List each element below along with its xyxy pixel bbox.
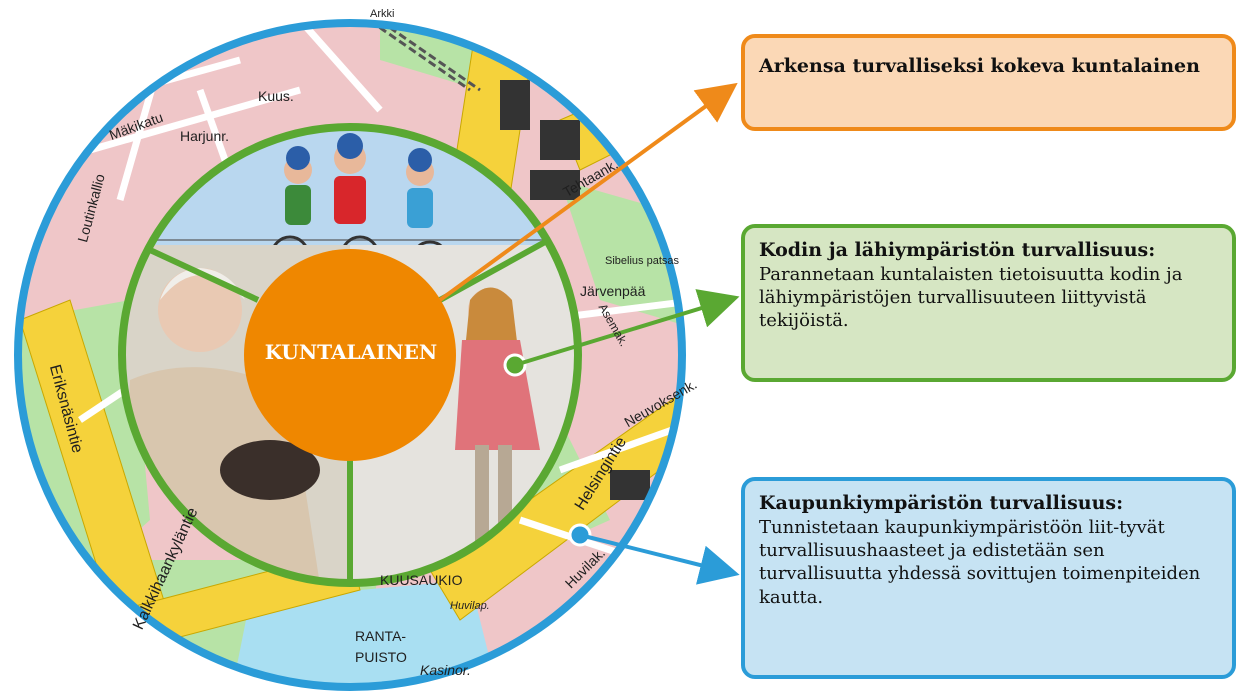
map-label: Kuus.	[258, 88, 294, 104]
map-label: Harjunr.	[180, 128, 230, 144]
city-safety-box: Kaupunkiympäristön turvallisuus: Tunnist…	[741, 477, 1236, 679]
home-safety-box: Kodin ja lähiympäristön turvallisuus: Pa…	[741, 224, 1236, 382]
map-label: Kasinor.	[420, 662, 471, 678]
box-title: Kaupunkiympäristön turvallisuus:	[759, 492, 1124, 514]
center-label: KUNTALAINEN	[264, 340, 438, 364]
arrow-to-box3	[579, 533, 740, 585]
map-label: Järvenpää	[580, 283, 646, 299]
box-body: Parannetaan kuntalaisten tietoisuutta ko…	[759, 263, 1183, 332]
map-label: Sibelius patsas	[605, 255, 679, 267]
box-body: Tunnistetaan kaupunkiympäristöön liit-ty…	[759, 516, 1201, 608]
goal-box-resident: Arkensa turvalliseksi kokeva kuntalainen	[741, 34, 1236, 131]
center-circle	[244, 249, 456, 461]
arrow-to-box1	[438, 82, 738, 302]
box-title: Arkensa turvalliseksi kokeva kuntalainen	[759, 55, 1200, 77]
box-title: Kodin ja lähiympäristön turvallisuus:	[759, 239, 1156, 261]
cyclists-photo	[270, 133, 450, 280]
arrow-to-box2	[514, 289, 740, 367]
map-label: KUUSAUKIO	[380, 572, 463, 588]
map-label: RANTA-PUISTO	[355, 628, 407, 665]
segment-dividers	[148, 239, 547, 583]
outer-ring	[14, 19, 686, 691]
map-label: Arkki	[370, 8, 395, 20]
map-label: Huvilap.	[450, 600, 490, 612]
